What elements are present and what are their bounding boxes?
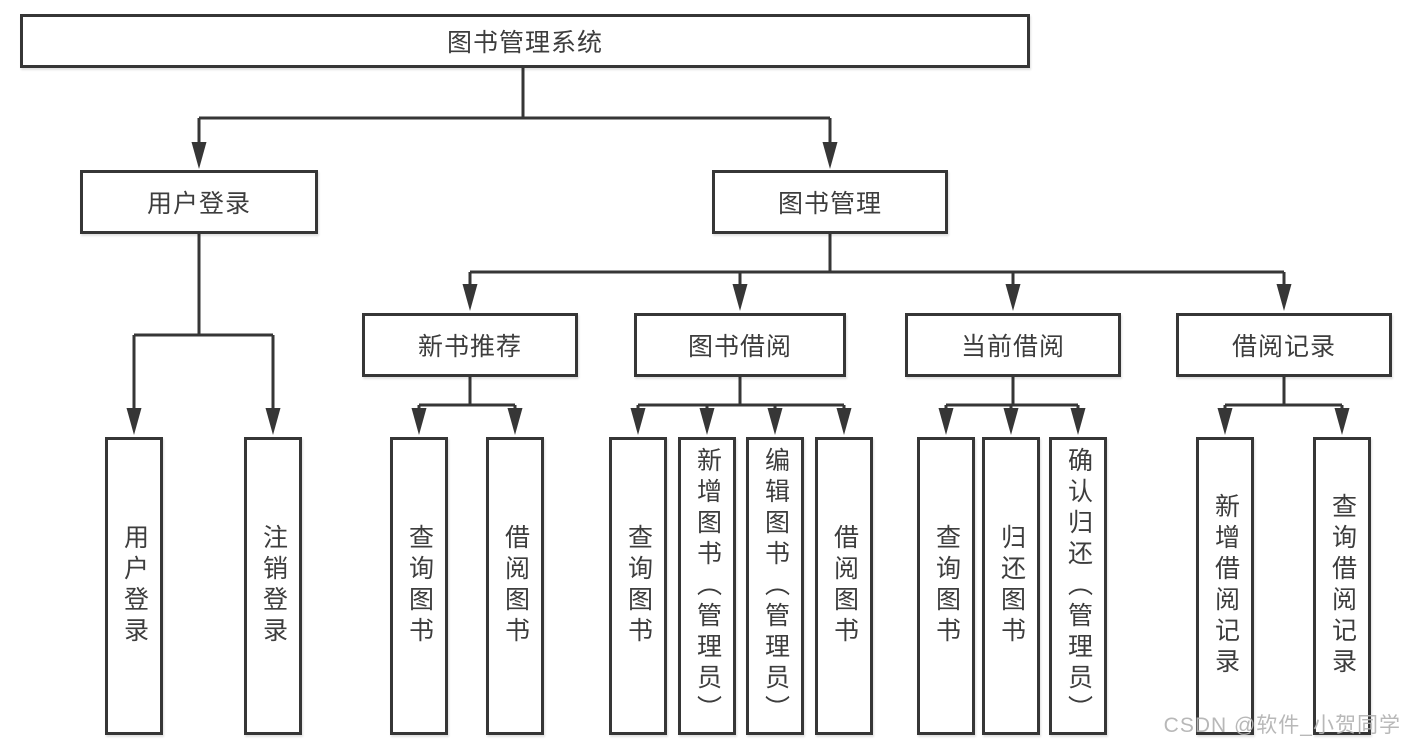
leaf-query-borrow-record: 查询借阅记录 [1313, 437, 1371, 735]
leaf-add-borrow-record: 新增借阅记录 [1196, 437, 1254, 735]
node-book-management: 图书管理 [712, 170, 948, 234]
leaf-borrowing-borrow-books: 借阅图书 [815, 437, 873, 735]
node-user-login: 用户登录 [80, 170, 318, 234]
leaf-recommend-query-books: 查询图书 [390, 437, 448, 735]
csdn-watermark: CSDN @软件_小贺同学 [1163, 714, 1401, 737]
node-current-borrowing: 当前借阅 [905, 313, 1121, 377]
node-new-book-recommendation: 新书推荐 [362, 313, 578, 377]
leaf-recommend-borrow-books: 借阅图书 [486, 437, 544, 735]
node-library-management-system: 图书管理系统 [20, 14, 1030, 68]
leaf-current-query-books: 查询图书 [917, 437, 975, 735]
leaf-user-login: 用户登录 [105, 437, 163, 735]
leaf-add-book-admin: 新增图书（管理员） [678, 437, 736, 735]
leaf-borrowing-query-books: 查询图书 [609, 437, 667, 735]
node-borrowing-records: 借阅记录 [1176, 313, 1392, 377]
leaf-logout: 注销登录 [244, 437, 302, 735]
leaf-return-books: 归还图书 [982, 437, 1040, 735]
node-book-borrowing: 图书借阅 [634, 313, 846, 377]
leaf-edit-book-admin: 编辑图书（管理员） [746, 437, 804, 735]
leaf-confirm-return-admin: 确认归还（管理员） [1049, 437, 1107, 735]
